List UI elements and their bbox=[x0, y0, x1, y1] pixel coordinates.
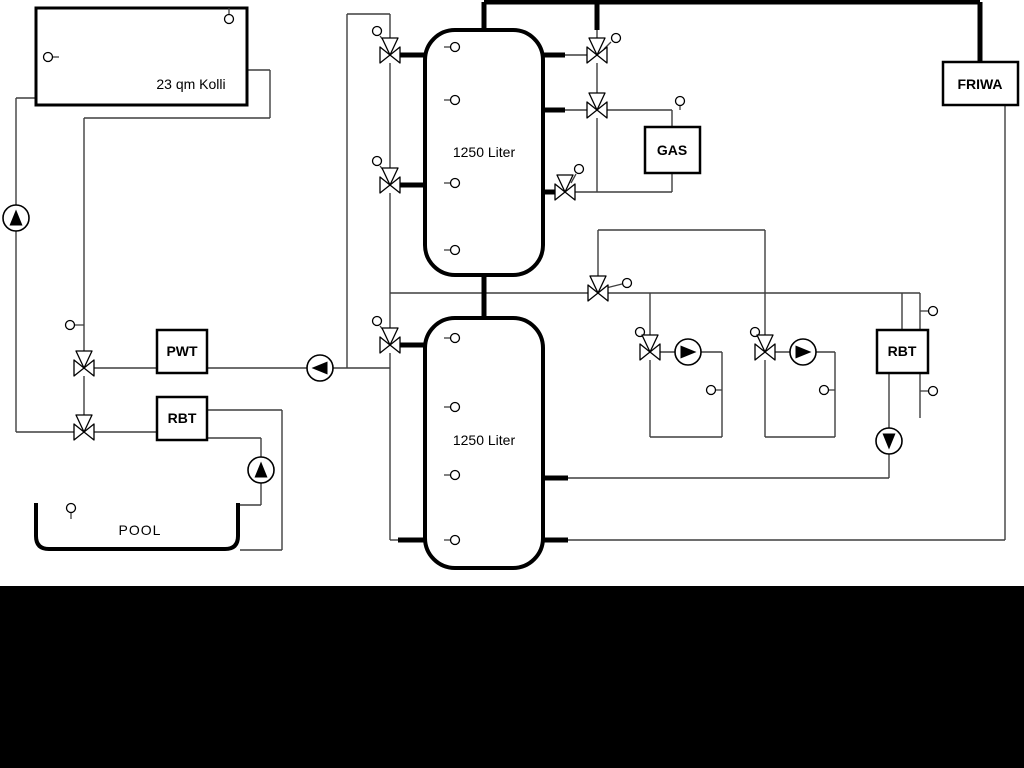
rbt-left-heat-exchanger-box bbox=[155, 395, 209, 442]
sensor-icon bbox=[818, 384, 830, 396]
tank-bottom-label: 1250 Liter bbox=[453, 432, 516, 448]
solar-pump-icon bbox=[2, 204, 30, 232]
heating-circuit2-pump-icon bbox=[789, 338, 817, 366]
sensor-icon bbox=[449, 94, 461, 106]
pwt-label: PWT bbox=[166, 343, 198, 359]
sensor-icon bbox=[449, 177, 461, 189]
valve-actuator-icon bbox=[610, 32, 622, 44]
bottom-black-panel bbox=[0, 586, 1024, 768]
pipes-thick bbox=[398, 0, 983, 543]
sensor-icon bbox=[449, 41, 461, 53]
sensor-icon bbox=[449, 244, 461, 256]
sensor-icon bbox=[927, 305, 939, 317]
sensor-icon bbox=[223, 13, 235, 25]
sensor-icon bbox=[449, 469, 461, 481]
rbt-right-pump-icon bbox=[875, 427, 903, 455]
buffer-tank-top bbox=[423, 28, 545, 277]
gas-boiler-box bbox=[643, 125, 702, 175]
rbt-left-label: RBT bbox=[168, 410, 197, 426]
labels: 23 qm Kolli 1250 Liter 1250 Liter PWT RB… bbox=[119, 76, 1003, 538]
sensor-icon bbox=[449, 401, 461, 413]
sensor-icon bbox=[674, 95, 686, 107]
pool-basin bbox=[34, 503, 240, 551]
heating-circuit1-pump-icon bbox=[674, 338, 702, 366]
sensor-icon bbox=[449, 332, 461, 344]
pool-pump-icon bbox=[247, 456, 275, 484]
valve-actuator-icon bbox=[371, 315, 383, 327]
sensor-icon bbox=[705, 384, 717, 396]
sensor-icon bbox=[42, 51, 54, 63]
tank-top-label: 1250 Liter bbox=[453, 144, 516, 160]
valve-actuator-icon bbox=[573, 163, 585, 175]
sensor-icon bbox=[449, 534, 461, 546]
pipes-thin bbox=[15, 13, 1006, 551]
sensor-icon bbox=[927, 385, 939, 397]
valve-actuator-icon bbox=[621, 277, 633, 289]
gas-label: GAS bbox=[657, 142, 687, 158]
rbt-right-heat-exchanger-box bbox=[875, 328, 930, 375]
valve-actuator-icon bbox=[371, 25, 383, 37]
pwt-heat-exchanger-box bbox=[155, 328, 209, 375]
sensor-icon bbox=[64, 319, 76, 331]
rbt-right-label: RBT bbox=[888, 343, 917, 359]
pool-label: POOL bbox=[119, 522, 162, 538]
pwt-charge-pump-icon bbox=[306, 354, 334, 382]
solar-collector-box bbox=[34, 6, 249, 107]
friwa-station-box bbox=[941, 60, 1020, 107]
buffer-tank-bottom bbox=[423, 316, 545, 570]
collector-label: 23 qm Kolli bbox=[156, 76, 225, 92]
sensor-icon bbox=[65, 502, 77, 514]
valve-actuator-icon bbox=[371, 155, 383, 167]
friwa-label: FRIWA bbox=[957, 76, 1002, 92]
